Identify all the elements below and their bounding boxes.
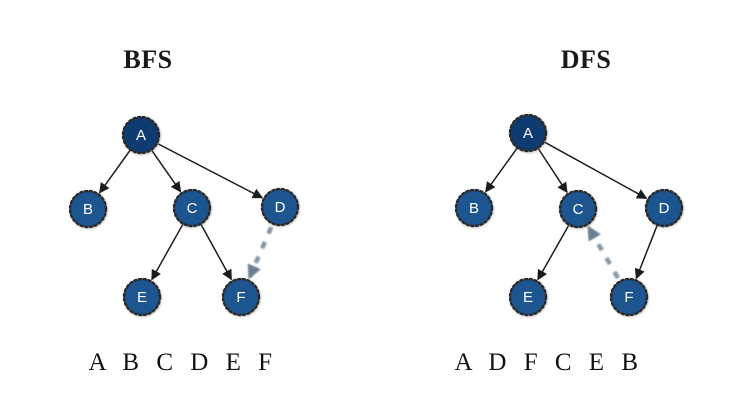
- node-f[interactable]: F: [221, 277, 261, 317]
- node-circle-c: [172, 188, 212, 228]
- node-b[interactable]: B: [454, 188, 494, 228]
- node-a[interactable]: A: [121, 115, 161, 155]
- node-e[interactable]: E: [122, 277, 162, 317]
- node-f[interactable]: F: [609, 277, 649, 317]
- node-circle-d: [644, 188, 684, 228]
- node-label-b: B: [469, 200, 479, 217]
- edge-f-to-c: [587, 225, 620, 280]
- node-circle-c: [558, 189, 598, 229]
- node-c[interactable]: C: [172, 188, 212, 228]
- node-circle-e: [122, 277, 162, 317]
- bfs-edge-group: [99, 143, 274, 281]
- node-label-d: D: [659, 200, 670, 217]
- node-label-e: E: [137, 289, 147, 306]
- node-circle-f: [221, 277, 261, 317]
- edge-c-to-e: [151, 224, 184, 281]
- node-label-f: F: [236, 289, 245, 306]
- node-d[interactable]: D: [644, 188, 684, 228]
- node-e[interactable]: E: [508, 277, 548, 317]
- edge-c-to-e: [537, 225, 570, 281]
- edge-a-to-d: [157, 143, 264, 199]
- node-circle-f: [609, 277, 649, 317]
- node-label-b: B: [83, 201, 93, 218]
- node-label-c: C: [573, 201, 584, 218]
- node-label-a: A: [136, 127, 146, 144]
- node-label-a: A: [523, 125, 533, 142]
- node-d[interactable]: D: [260, 187, 300, 227]
- edge-a-to-b: [485, 147, 518, 193]
- bfs-title: BFS: [123, 45, 172, 74]
- bfs-node-group: A B C D E F: [68, 115, 300, 317]
- panel-dfs: A B C D E F DFS A D F C E B: [454, 45, 684, 376]
- dfs-edge-group: [485, 141, 658, 281]
- node-label-d: D: [275, 199, 286, 216]
- node-label-e: E: [523, 289, 533, 306]
- node-circle-b: [68, 189, 108, 229]
- bfs-traversal-sequence: A B C D E F: [88, 349, 277, 376]
- node-b[interactable]: B: [68, 189, 108, 229]
- edge-a-to-c: [537, 148, 568, 194]
- edge-d-to-f: [634, 225, 658, 280]
- dfs-title: DFS: [561, 45, 612, 74]
- edge-a-to-c: [151, 150, 182, 193]
- node-circle-b: [454, 188, 494, 228]
- panel-bfs: A B C D E F BFS A B C D E F: [68, 45, 300, 376]
- edge-a-to-b: [99, 150, 131, 194]
- node-circle-a: [508, 113, 548, 153]
- edge-c-to-f: [200, 224, 233, 281]
- node-label-c: C: [187, 200, 198, 217]
- node-circle-e: [508, 277, 548, 317]
- node-a[interactable]: A: [508, 113, 548, 153]
- edge-a-to-d: [544, 141, 648, 199]
- dfs-node-group: A B C D E F: [454, 113, 684, 317]
- dfs-traversal-sequence: A D F C E B: [454, 349, 643, 376]
- node-circle-a: [121, 115, 161, 155]
- node-c[interactable]: C: [558, 189, 598, 229]
- node-circle-d: [260, 187, 300, 227]
- node-label-f: F: [624, 289, 633, 306]
